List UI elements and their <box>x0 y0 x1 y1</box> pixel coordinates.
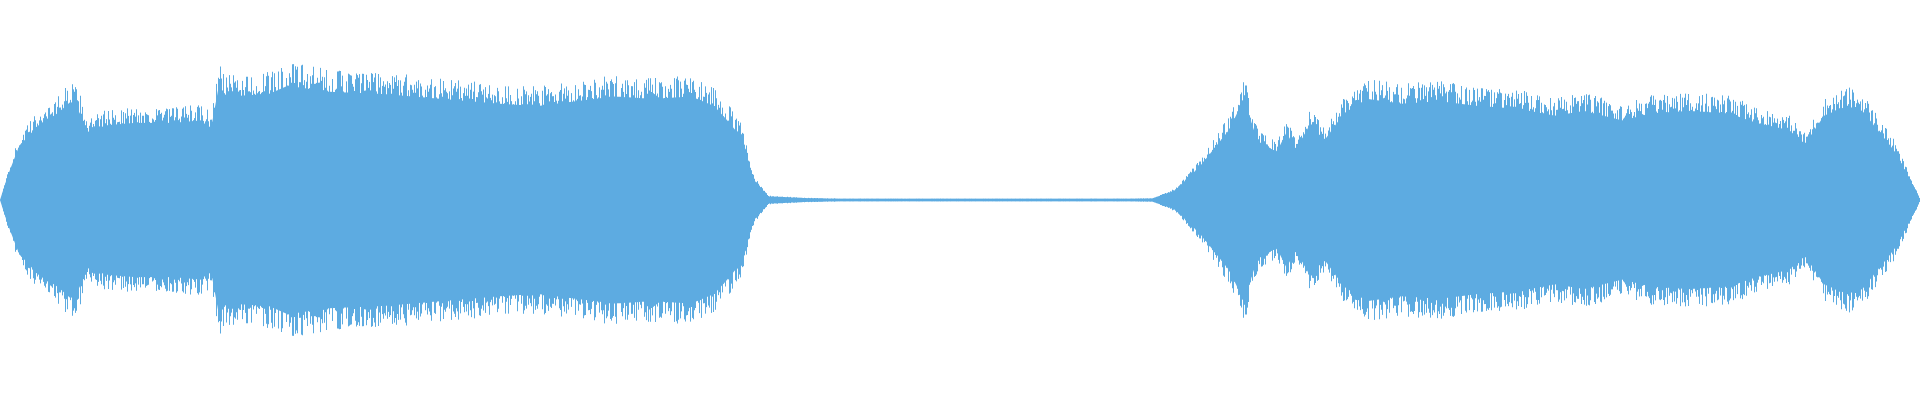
audio-waveform <box>0 64 1920 336</box>
waveform-graphic <box>0 64 1920 336</box>
